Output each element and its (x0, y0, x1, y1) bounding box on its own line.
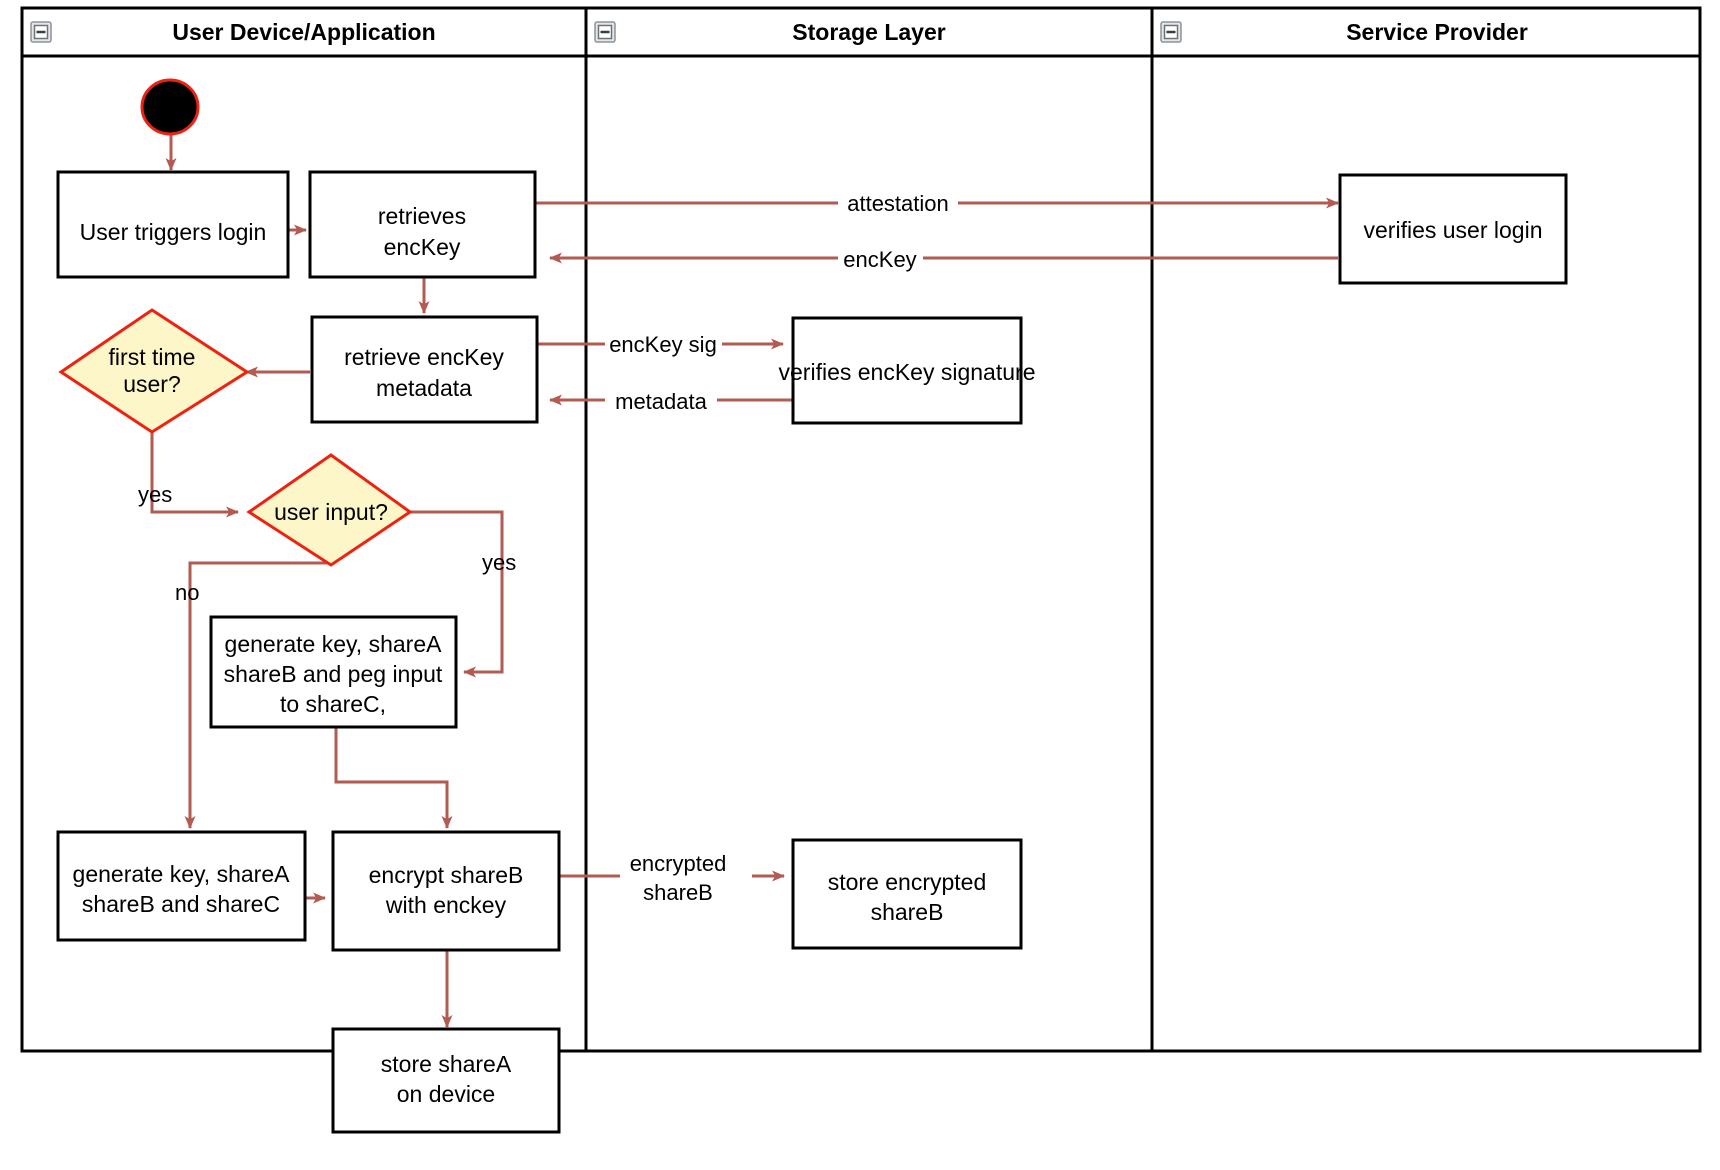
svg-text:yes: yes (138, 482, 172, 507)
lane-header-storage[interactable]: Storage Layer (594, 19, 946, 45)
lane-title-service-provider: Service Provider (1346, 19, 1528, 45)
node-verifies-enckey-signature[interactable]: verifies encKey signature (779, 316, 1036, 425)
edge-label-metadata: metadata (605, 385, 717, 414)
flow-userinput-yes (409, 510, 504, 678)
svg-text:yes: yes (482, 550, 516, 575)
node-retrieve-enckey-metadata[interactable]: retrieve encKey metadata (310, 315, 539, 424)
lane-header-user-device[interactable]: User Device/Application (30, 19, 436, 45)
decision-label-line1: first time (109, 344, 196, 370)
node-label-line2: with enckey (385, 892, 507, 918)
node-label-line2: encKey (384, 234, 461, 260)
lane-header-service-provider[interactable]: Service Provider (1160, 19, 1528, 45)
flow-peg-to-encrypt (334, 727, 453, 829)
edge-label-user-input-no: no (175, 580, 199, 605)
flow-userinput-no (184, 561, 331, 829)
collapse-minus-icon[interactable] (594, 21, 616, 43)
node-store-sharea-on-device[interactable]: store shareA on device (331, 1027, 561, 1134)
edge-label-first-time-yes: yes (138, 482, 172, 507)
node-label-line2: shareB and peg input (224, 661, 443, 687)
node-label-line1: encrypt shareB (369, 862, 524, 888)
node-label-line1: generate key, shareA (225, 631, 443, 657)
edge-label-attestation: attestation (838, 187, 958, 216)
node-label: verifies encKey signature (779, 359, 1036, 385)
decision-first-time-user[interactable]: first time user? (58, 308, 250, 434)
collapse-minus-icon[interactable] (1160, 21, 1182, 43)
node-label: User triggers login (80, 219, 267, 245)
node-encrypt-shareb[interactable]: encrypt shareB with enckey (331, 830, 561, 952)
svg-text:encrypted: encrypted (630, 851, 727, 876)
lane-title-storage: Storage Layer (792, 19, 945, 45)
svg-text:shareB: shareB (643, 880, 713, 905)
edge-label-encrypted-shareb: encrypted shareB (620, 847, 752, 905)
flow-firsttime-yes (150, 415, 239, 518)
svg-text:encKey: encKey (843, 247, 916, 272)
edge-label-enckey: encKey (838, 243, 923, 272)
node-verifies-user-login[interactable]: verifies user login (1338, 173, 1568, 285)
node-label-line1: store encrypted (828, 869, 987, 895)
lane-title-user-device: User Device/Application (172, 19, 435, 45)
node-store-encrypted-shareb[interactable]: store encrypted shareB (791, 838, 1023, 950)
node-label-line3: to shareC, (280, 691, 386, 717)
node-label-line2: metadata (376, 375, 472, 401)
svg-text:metadata: metadata (615, 389, 707, 414)
node-label-line2: shareB and shareC (82, 891, 280, 917)
svg-text:attestation: attestation (847, 191, 949, 216)
svg-text:no: no (175, 580, 199, 605)
decision-label-line2: user? (123, 371, 181, 397)
node-label-line1: retrieves (378, 203, 466, 229)
edge-label-user-input-yes: yes (482, 550, 516, 575)
node-label: verifies user login (1364, 217, 1543, 243)
decision-user-input[interactable]: user input? (246, 453, 413, 567)
decision-label: user input? (274, 499, 388, 525)
node-user-triggers-login[interactable]: User triggers login (56, 170, 290, 279)
node-label-line1: retrieve encKey (344, 344, 504, 370)
node-label-line2: shareB (871, 899, 944, 925)
collapse-minus-icon[interactable] (30, 21, 52, 43)
svg-text:encKey sig: encKey sig (609, 332, 717, 357)
edge-label-enckey-sig: encKey sig (605, 329, 722, 358)
node-label-line1: generate key, shareA (73, 861, 291, 887)
node-retrieves-enckey[interactable]: retrieves encKey (308, 170, 537, 279)
node-label-line2: on device (397, 1081, 495, 1107)
node-generate-key-shares[interactable]: generate key, shareA shareB and shareC (56, 830, 307, 942)
start-node (140, 78, 200, 136)
node-generate-key-peg[interactable]: generate key, shareA shareB and peg inpu… (209, 615, 458, 729)
node-label-line1: store shareA (381, 1051, 512, 1077)
